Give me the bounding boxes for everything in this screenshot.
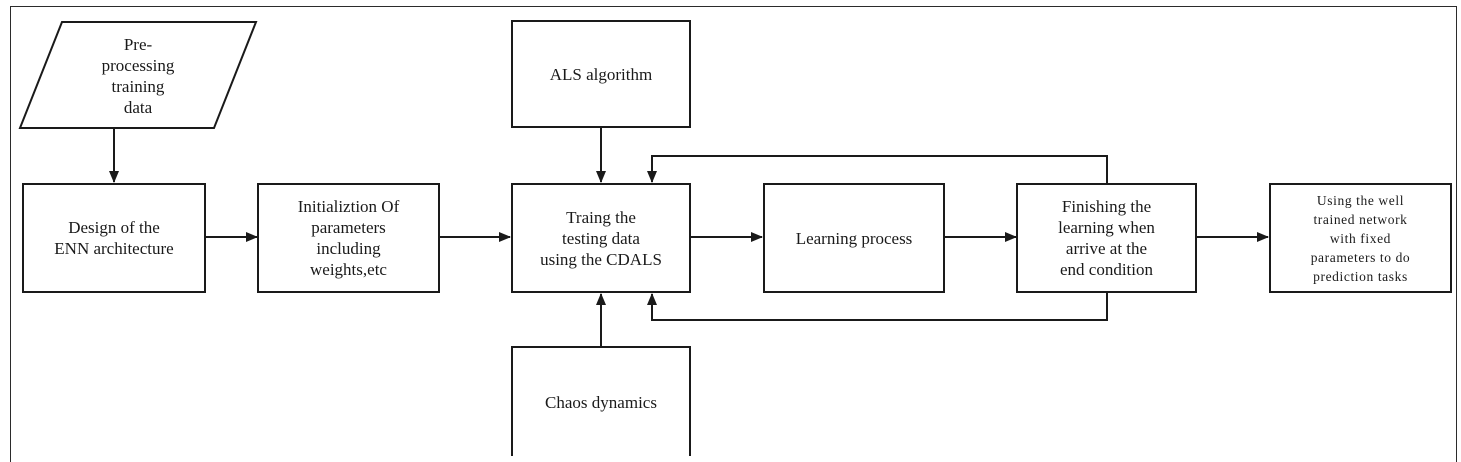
train-node: Traing the testing data using the CDALS	[511, 183, 691, 293]
diagram-frame	[10, 6, 1457, 462]
preprocess-node: Pre- processing training data	[40, 26, 236, 126]
init-node: Initializtion Of parameters including we…	[257, 183, 440, 293]
als-node: ALS algorithm	[511, 20, 691, 128]
design-label: Design of the ENN architecture	[54, 218, 174, 258]
preprocess-shape	[18, 21, 258, 129]
train-label: Traing the testing data using the CDALS	[540, 207, 662, 269]
finish-node: Finishing the learning when arrive at th…	[1016, 183, 1197, 293]
feedback-loop-bottom	[647, 293, 1108, 321]
learning-label: Learning process	[795, 228, 913, 248]
chaos-label: Chaos dynamics	[545, 392, 657, 412]
learning-node: Learning process	[763, 183, 945, 293]
feedback-loop-top	[647, 155, 1108, 183]
using-label: Using the well trained network with fixe…	[1310, 192, 1411, 284]
using-node: Using the well trained network with fixe…	[1269, 183, 1452, 293]
preprocess-label: Pre- processing training data	[101, 35, 175, 117]
design-node: Design of the ENN architecture	[22, 183, 206, 293]
als-label: ALS algorithm	[549, 64, 653, 84]
init-label: Initializtion Of parameters including we…	[297, 197, 400, 279]
chaos-node: Chaos dynamics	[511, 346, 691, 456]
finish-label: Finishing the learning when arrive at th…	[1058, 197, 1155, 279]
